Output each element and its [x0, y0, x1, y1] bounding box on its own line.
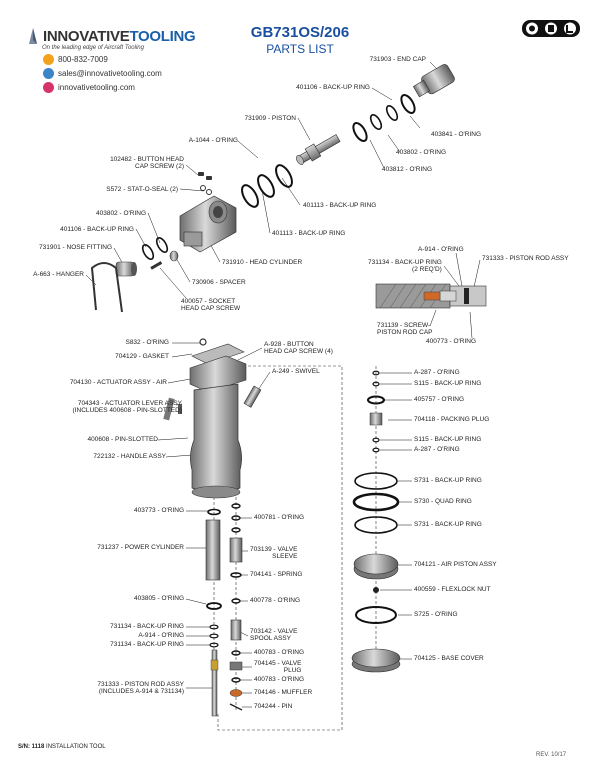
- part-label: 401106 - BACK-UP RING: [60, 226, 134, 233]
- page-title: GB731OS/206: [250, 24, 350, 41]
- brand-tagline: On the leading edge of Aircraft Tooling: [42, 45, 144, 51]
- part-label: 405757 - O'RING: [414, 396, 465, 403]
- part-label: 731333 - PISTON ROD ASSY (INCLUDES A-914…: [97, 681, 184, 696]
- web-icon: [43, 82, 54, 93]
- brand-name: INNOVATIVETOOLING: [43, 27, 196, 45]
- part-label: 400608 - PIN-SLOTTED: [87, 436, 158, 443]
- part-label: 400773 - O'RING: [426, 338, 477, 345]
- part-label: 731134 - BACK-UP RING: [110, 623, 184, 630]
- part-label: 704125 - BASE COVER: [414, 655, 484, 662]
- part-label: A-914 - O'RING: [418, 246, 464, 253]
- part-label: 400781 - O'RING: [254, 514, 305, 521]
- part-label: 704118 - PACKING PLUG: [414, 416, 490, 423]
- part-label: 400778 - O'RING: [250, 597, 301, 604]
- part-label: 403802 - O'RING: [95, 210, 146, 217]
- part-label: 704130 - ACTUATOR ASSY - AIR: [69, 379, 167, 386]
- serial-number: S/N: 1118 INSTALLATION TOOL: [18, 744, 106, 750]
- part-label: S731 - BACK-UP RING: [414, 521, 482, 528]
- part-label: 704343 - ACTUATOR LEVER ASSY (INCLUDES 4…: [72, 400, 182, 415]
- part-label: 731903 - END CAP: [369, 56, 426, 63]
- part-label: A-287 - O'RING: [414, 369, 460, 376]
- part-label: A-249 - SWIVEL: [272, 368, 320, 375]
- part-label: 403841 - O'RING: [431, 131, 482, 138]
- part-label: 731237 - POWER CYLINDER: [97, 544, 184, 551]
- part-label: 704129 - GASKET: [115, 353, 169, 360]
- part-label: 703139 - VALVE SLEEVE: [250, 546, 298, 561]
- page-subtitle: PARTS LIST: [266, 42, 334, 56]
- part-label: 731910 - HEAD CYLINDER: [222, 259, 303, 266]
- part-label: S572 - STAT-O-SEAL (2): [106, 186, 178, 193]
- phone-icon: [43, 54, 54, 65]
- part-label: 704141 - SPRING: [250, 571, 303, 578]
- phone-number[interactable]: 800-832-7009: [58, 55, 108, 64]
- part-label: A-1044 - O'RING: [188, 137, 238, 144]
- part-label: A-928 - BUTTON HEAD CAP SCREW (4): [264, 341, 333, 356]
- logo-mark-icon: [29, 28, 37, 44]
- part-label: A-914 - O'RING: [138, 632, 184, 639]
- part-label: 731134 - BACK-UP RING (2 REQ'D): [368, 259, 442, 274]
- part-label: 401106 - BACK-UP RING: [296, 84, 370, 91]
- part-label: S832 - O'RING: [125, 339, 169, 346]
- part-label: A-663 - HANGER: [33, 271, 84, 278]
- part-label: 403773 - O'RING: [133, 507, 184, 514]
- part-label: 730906 - SPACER: [192, 279, 246, 286]
- email-icon: [43, 68, 54, 79]
- part-label: 704145 - VALVE PLUG: [254, 660, 302, 675]
- part-label: S115 - BACK-UP RING: [414, 436, 482, 443]
- part-label: S731 - BACK-UP RING: [414, 477, 482, 484]
- email-link[interactable]: sales@innovativetooling.com: [58, 69, 162, 78]
- part-label: 400783 - O'RING: [254, 649, 305, 656]
- company-logo: INNOVATIVETOOLING On the leading edge of…: [26, 27, 196, 51]
- part-label: 102482 - BUTTON HEAD CAP SCREW (2): [110, 156, 184, 171]
- part-label: 401113 - BACK-UP RING: [303, 202, 377, 209]
- phone-row: 800-832-7009: [43, 54, 108, 65]
- part-label: 401113 - BACK-UP RING: [272, 230, 346, 237]
- part-label: 731333 - PISTON ROD ASSY: [482, 255, 569, 262]
- part-label: 400559 - FLEXLOCK NUT: [414, 586, 491, 593]
- part-label: 704121 - AIR PISTON ASSY: [414, 561, 497, 568]
- part-label: 400057 - SOCKET HEAD CAP SCREW: [181, 298, 241, 313]
- part-label: S730 - QUAD RING: [414, 498, 472, 505]
- website-link[interactable]: innovativetooling.com: [58, 83, 135, 92]
- part-label: 722132 - HANDLE ASSY: [93, 453, 166, 460]
- part-label: 403812 - O'RING: [382, 166, 433, 173]
- part-label: 704244 - PIN: [254, 703, 293, 710]
- part-label: S115 - BACK-UP RING: [414, 380, 482, 387]
- part-label: S725 - O'RING: [414, 611, 458, 618]
- part-label: 731901 - NOSE FITTING: [39, 244, 112, 251]
- part-label: 400783 - O'RING: [254, 676, 305, 683]
- revision: REV. 10/17: [536, 752, 567, 758]
- part-label: 403802 - O'RING: [396, 149, 447, 156]
- part-label: 731909 - PISTON: [244, 115, 296, 122]
- part-label: 731134 - BACK-UP RING: [110, 641, 184, 648]
- part-label: 703142 - VALVE SPOOL ASSY: [250, 628, 298, 643]
- website-row: innovativetooling.com: [43, 82, 135, 93]
- part-label: 731139 - SCREW- PISTON ROD CAP: [377, 322, 433, 337]
- email-row: sales@innovativetooling.com: [43, 68, 162, 79]
- part-label: 403805 - O'RING: [133, 595, 184, 602]
- part-label: A-287 - O'RING: [414, 446, 460, 453]
- part-label: 704146 - MUFFLER: [254, 689, 313, 696]
